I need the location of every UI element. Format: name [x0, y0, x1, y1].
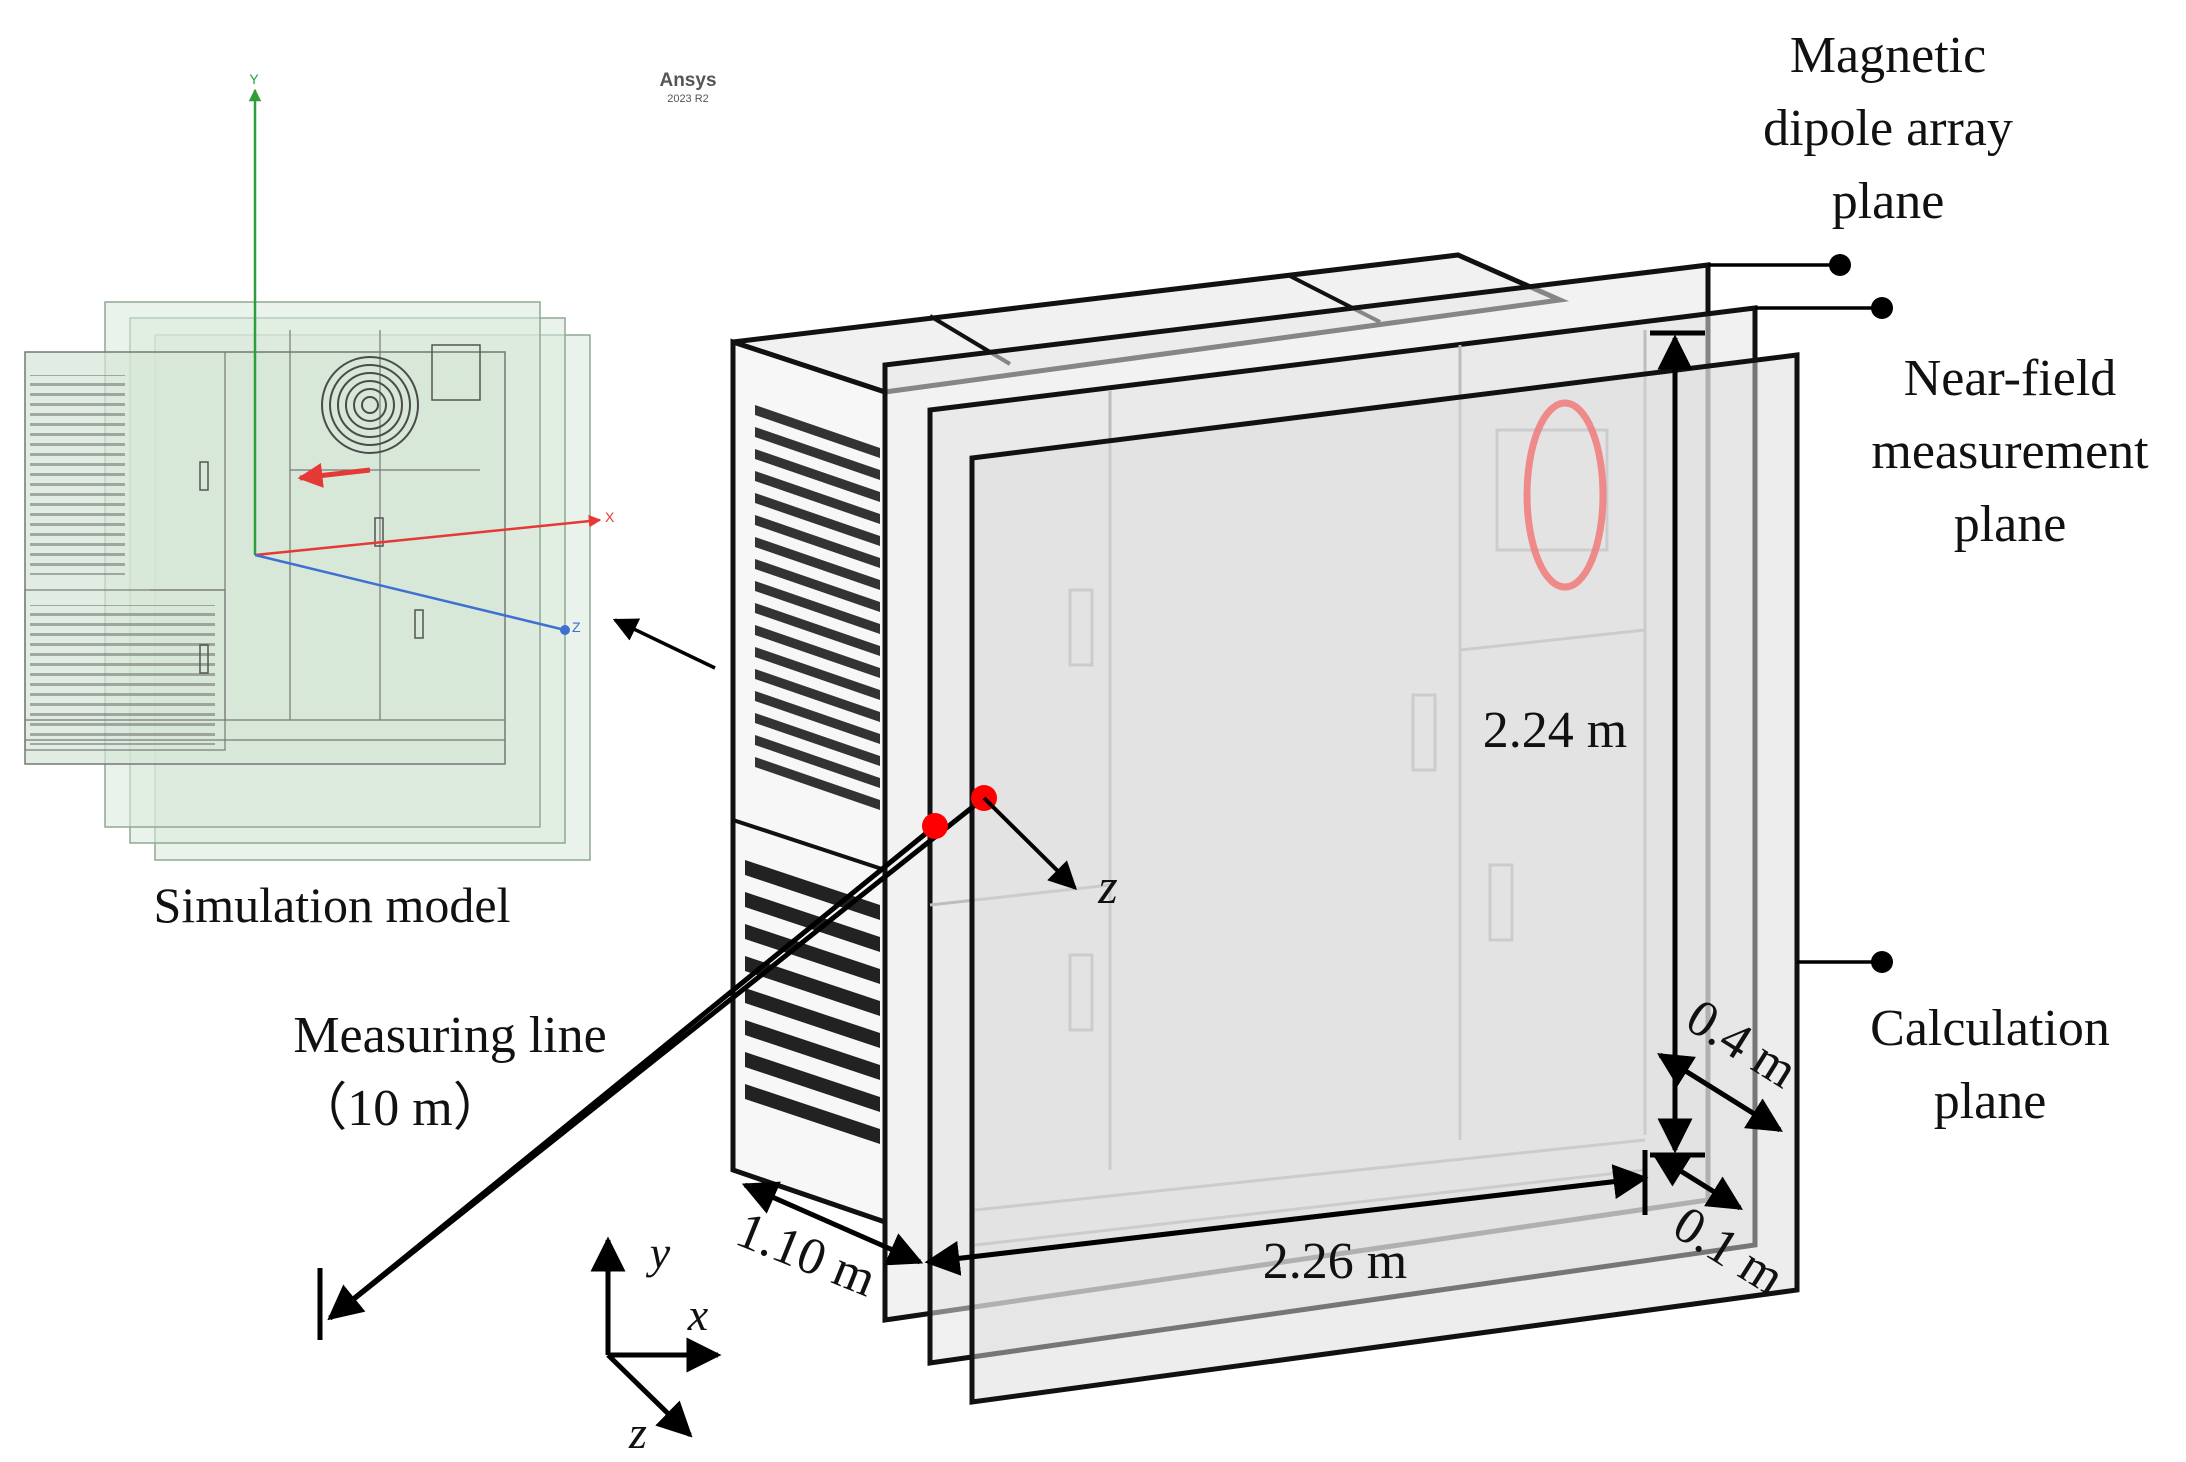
ansys-logo: Ansys — [659, 70, 716, 91]
magnetic-label-line1: Magnetic — [1790, 27, 1986, 84]
z-axis-label: z — [628, 1407, 647, 1458]
sim-z-axis — [254, 553, 566, 632]
near-field-label-line1: Near-field — [1904, 350, 2117, 407]
lower-vents — [745, 860, 880, 1144]
local-z-arrow — [982, 796, 1077, 890]
dimension-lines — [741, 330, 1783, 1276]
calculation-label-line1: Calculation — [1870, 1000, 2110, 1057]
calculation-callout-dot — [1871, 951, 1893, 973]
measuring-line — [317, 796, 986, 1340]
calculation-label-line2: plane — [1934, 1073, 2047, 1130]
axes-triad — [590, 1236, 722, 1438]
y-axis-label: y — [646, 1227, 671, 1278]
near-field-callout-dot — [1871, 297, 1893, 319]
calculation-plane — [969, 352, 1800, 1405]
sim-field-arrow — [297, 463, 371, 488]
measuring-line-length: （10 m） — [295, 1080, 504, 1137]
sim-x-axis — [254, 514, 602, 557]
near-field-label-line2: measurement — [1871, 423, 2149, 480]
measure-point-start — [922, 813, 948, 839]
sim-y-label: Y — [249, 71, 259, 87]
width-dimension: 2.26 m — [1263, 1233, 1407, 1290]
height-dimension: 2.24 m — [1483, 702, 1627, 759]
x-axis-label: x — [687, 1289, 709, 1340]
sim-x-label: X — [605, 509, 615, 525]
magnetic-label-line3: plane — [1832, 173, 1945, 230]
simulation-model-view: Y X Z — [24, 71, 615, 861]
simulation-model-caption: Simulation model — [154, 877, 511, 933]
near-field-label-line3: plane — [1954, 496, 2067, 553]
plane-callouts — [1708, 263, 1882, 964]
depth-dimension: 1.10 m — [729, 1201, 884, 1308]
sim-z-label: Z — [572, 619, 581, 635]
magnetic-callout-dot — [1829, 254, 1851, 276]
ansys-version: 2023 R2 — [667, 93, 709, 105]
coil-spiral-icon — [321, 356, 419, 454]
magnetic-label-line2: dipole array — [1763, 100, 2013, 157]
coil-ellipse — [1523, 399, 1607, 591]
upper-vents — [755, 405, 880, 810]
local-z-label: z — [1097, 858, 1117, 914]
measuring-line-label: Measuring line — [293, 1007, 606, 1064]
pointer-arrow — [612, 618, 716, 670]
